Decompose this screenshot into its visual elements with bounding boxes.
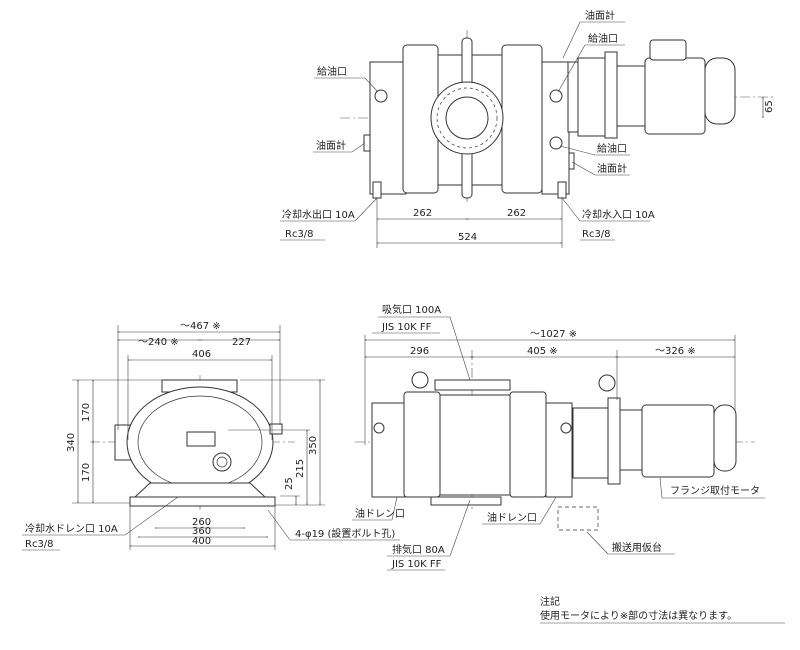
label-oil-gauge-left: 油面計 xyxy=(316,139,346,152)
label-oil-gauge-right: 油面計 xyxy=(597,162,627,175)
label-inlet: 吸気口 100A xyxy=(382,303,441,316)
dim-524: 524 xyxy=(458,232,477,243)
gear-housing-side-right xyxy=(545,402,573,498)
label-coolant-drain: 冷却水ドレン口 10A xyxy=(25,522,118,535)
label-coolant-in: 冷却水入口 10A xyxy=(582,208,655,221)
label-coolant-drain-thread: Rc3/8 xyxy=(25,539,54,550)
dim-overall-length: ～1027 ※ xyxy=(530,329,577,340)
casing-side xyxy=(439,394,511,496)
oil-fill-port-left-icon xyxy=(374,89,388,103)
label-oil-drain-right: 油ドレン口 xyxy=(487,511,537,524)
dim-296: 296 xyxy=(410,346,429,357)
motor-top xyxy=(644,57,706,135)
label-coolant-out-thread: Rc3/8 xyxy=(285,229,314,240)
dim-260: 260 xyxy=(192,517,211,528)
label-coolant-out: 冷却水出口 10A xyxy=(282,208,355,221)
coupling xyxy=(577,57,609,137)
dim-170-lower: 170 xyxy=(81,463,92,482)
front-view: ～467 ※ ～240 ※ 227 406 340 170 170 350 21… xyxy=(22,321,400,551)
label-oil-fill-left: 給油口 xyxy=(317,65,347,78)
dim-360: 360 xyxy=(192,526,211,537)
dim-326: ～326 ※ xyxy=(655,346,696,357)
label-transport-stand: 搬送用仮台 xyxy=(612,541,662,554)
dim-405: 405 ※ xyxy=(527,346,558,357)
gear-housing-right xyxy=(541,61,570,195)
dim-25: 25 xyxy=(284,477,295,490)
dim-65: 65 xyxy=(764,100,775,113)
label-oil-fill-right: 給油口 xyxy=(597,142,627,155)
rotor-ring-right xyxy=(501,44,543,194)
dim-overall-width: ～467 ※ xyxy=(180,321,221,332)
dim-262-left: 262 xyxy=(413,208,432,219)
label-oil-gauge-top: 油面計 xyxy=(585,9,615,22)
dim-350: 350 xyxy=(308,436,319,455)
dim-262-right: 262 xyxy=(507,208,526,219)
transport-stand xyxy=(557,506,599,531)
motor-side xyxy=(641,404,715,478)
inlet-flange-side xyxy=(434,379,511,391)
oil-fill-port-right-icon xyxy=(549,89,563,103)
dim-left-width: ～240 ※ xyxy=(138,337,179,348)
side-view: ～1027 ※ 296 405 ※ ～326 ※ 吸気口 100A JIS 10… xyxy=(352,303,765,571)
coupling-side xyxy=(572,407,609,479)
note: 注記 使用モータにより※部の寸法は異なります。 xyxy=(540,595,785,624)
dim-170-upper: 170 xyxy=(81,403,92,422)
dim-340: 340 xyxy=(66,433,77,452)
dim-215: 215 xyxy=(295,459,306,478)
note-text: 使用モータにより※部の寸法は異なります。 xyxy=(540,609,737,622)
dim-right-width: 227 xyxy=(232,337,251,348)
note-title: 注記 xyxy=(540,595,560,608)
label-oil-fill-top: 給油口 xyxy=(588,32,618,45)
terminal-box xyxy=(649,39,687,61)
label-motor: フランジ取付モータ xyxy=(670,484,760,497)
label-inlet-std: JIS 10K FF xyxy=(381,322,432,333)
top-view: 262 262 524 65 油面計 給油口 給油口 油面計 給油口 油面計 冷… xyxy=(280,9,775,248)
gear-housing-left xyxy=(369,61,407,195)
dim-body-width: 406 xyxy=(192,349,211,360)
base-front xyxy=(129,496,276,507)
dim-400: 400 xyxy=(192,536,211,547)
gear-housing-side-left xyxy=(371,402,406,498)
label-oil-drain-left: 油ドレン口 xyxy=(355,507,405,520)
label-bolt-holes: 4-φ19 (設置ボルト孔) xyxy=(295,527,395,540)
label-exhaust-std: JIS 10K FF xyxy=(391,559,442,570)
label-coolant-in-thread: Rc3/8 xyxy=(582,229,611,240)
label-exhaust: 排気口 80A xyxy=(392,543,445,556)
